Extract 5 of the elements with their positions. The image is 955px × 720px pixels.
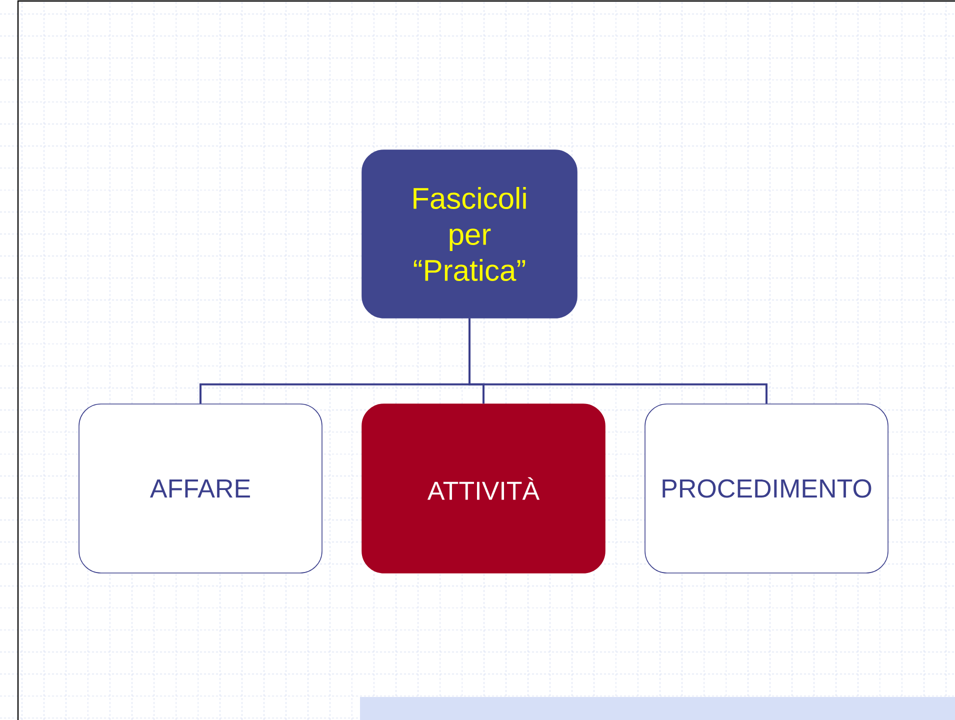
connector-line — [468, 318, 768, 404]
category-box: AFFARE — [78, 404, 322, 574]
title-box: Fascicoli per “Pratica” — [362, 150, 578, 318]
category-box: PROCEDIMENTO — [644, 404, 888, 574]
highlighted-box: ATTIVITÀ — [362, 404, 606, 574]
